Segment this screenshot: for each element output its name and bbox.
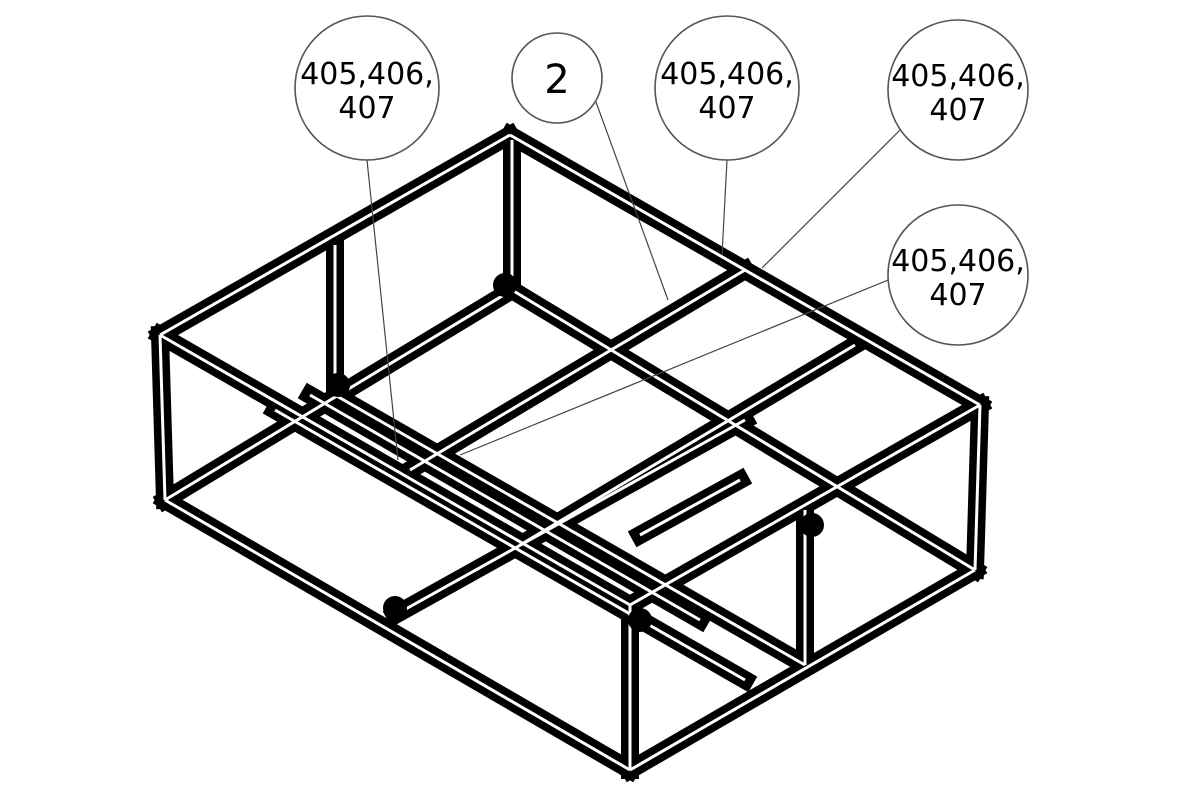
rail-bottom-back-highlight <box>511 288 976 572</box>
cross-top-2-highlight <box>519 343 856 547</box>
rail-mid-front-highlight <box>274 408 746 682</box>
beam-bottom-front-right-highlight <box>629 568 976 772</box>
corner-gusset-2 <box>493 273 517 297</box>
balloon-b3-line1: 405,406, <box>660 57 794 92</box>
cross-bottom-1-highlight <box>394 418 746 617</box>
corner-gusset-1 <box>326 373 350 397</box>
balloon-b4-line1: 405,406, <box>891 59 1025 94</box>
balloon-b3[interactable]: 405,406, 407 <box>654 15 800 161</box>
leader-line-b1 <box>366 159 399 461</box>
beam-top-front-left-highlight <box>159 333 631 607</box>
balloon-b5-line1: 405,406, <box>891 244 1025 279</box>
balloon-b3-line2: 407 <box>698 91 755 126</box>
corner-gusset-3 <box>628 608 652 632</box>
post-right-highlight <box>973 404 982 571</box>
cross-top-1-highlight <box>409 268 746 472</box>
rail-mid-inner-highlight <box>309 393 701 622</box>
leader-line-b4 <box>761 129 901 269</box>
rail-bottom-mid-highlight <box>334 393 806 667</box>
balloon-b1-line2: 407 <box>338 91 395 126</box>
cross-bottom-2-highlight <box>639 478 741 537</box>
leader-line-b5 <box>459 277 894 456</box>
frame-beams <box>147 122 993 783</box>
balloon-b5[interactable]: 405,406, 407 <box>887 204 1029 346</box>
balloon-b1[interactable]: 405,406, 407 <box>294 15 440 161</box>
leader-lines <box>366 101 901 461</box>
corner-gusset-4 <box>800 513 824 537</box>
leader-line-b2 <box>595 101 669 301</box>
beam-top-front-right-highlight <box>629 403 981 607</box>
beam-bottom-front-left-highlight <box>164 498 631 772</box>
balloon-b1-line1: 405,406, <box>300 57 434 92</box>
balloon-b5-line2: 407 <box>929 278 986 313</box>
balloon-b4-line2: 407 <box>929 93 986 128</box>
leader-line-b3 <box>721 159 728 256</box>
balloon-b2-line1: 2 <box>544 57 569 103</box>
balloon-b2[interactable]: 2 <box>511 32 603 124</box>
beam-top-back-left-highlight <box>159 133 511 337</box>
post-left-highlight <box>158 334 167 501</box>
balloon-b4[interactable]: 405,406, 407 <box>887 19 1029 161</box>
corner-gusset-5 <box>383 596 407 620</box>
